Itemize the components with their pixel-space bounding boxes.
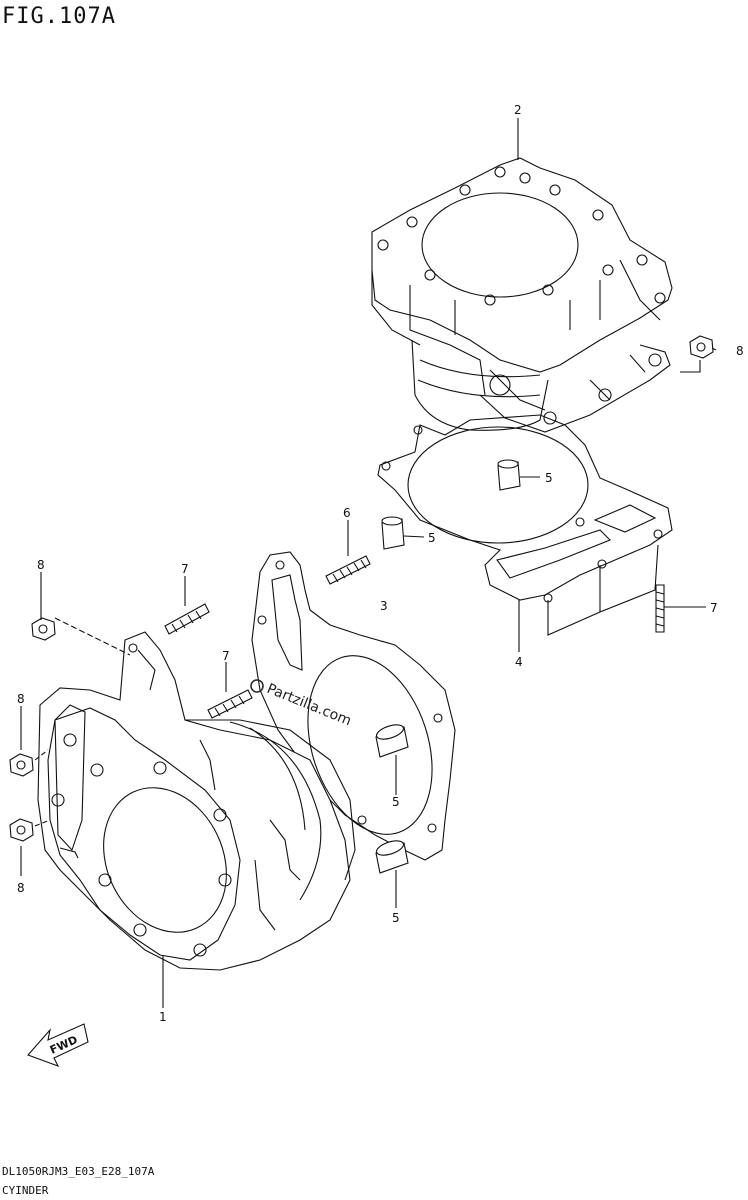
callout-5: 5 xyxy=(545,471,553,485)
callout-7: 7 xyxy=(710,601,718,615)
rear-cylinder-base-gasket xyxy=(377,414,673,636)
callout-7: 7 xyxy=(181,562,189,576)
callout-8: 8 xyxy=(37,558,45,572)
leader-lines xyxy=(20,118,717,1008)
dowel-pin xyxy=(375,724,409,758)
partzilla-logo-icon xyxy=(250,679,264,693)
callout-8: 8 xyxy=(17,692,25,706)
diagram-name: CYINDER xyxy=(2,1184,49,1197)
stud-bolt xyxy=(164,603,210,635)
dowel-pin xyxy=(375,840,409,874)
callout-2: 2 xyxy=(514,103,522,117)
callout-3: 3 xyxy=(380,599,388,613)
callout-8: 8 xyxy=(736,344,744,358)
stud-bolt xyxy=(207,689,253,719)
callout-4: 4 xyxy=(515,655,523,669)
callout-6: 6 xyxy=(343,506,351,520)
callout-5: 5 xyxy=(392,795,400,809)
callout-5: 5 xyxy=(428,531,436,545)
flange-nut xyxy=(31,617,56,641)
callout-8: 8 xyxy=(17,881,25,895)
callout-1: 1 xyxy=(159,1010,167,1024)
callout-5: 5 xyxy=(392,911,400,925)
rear-cylinder-block xyxy=(371,157,673,433)
front-cylinder-block xyxy=(37,631,356,971)
forward-direction-arrow: FWD xyxy=(27,1023,89,1067)
stud-bolt xyxy=(325,555,371,585)
flange-nut xyxy=(9,818,34,842)
dowel-pin xyxy=(381,516,405,550)
dowel-pin xyxy=(497,459,521,491)
callout-7: 7 xyxy=(222,649,230,663)
drawing-code: DL1050RJM3_E03_E28_107A xyxy=(2,1165,155,1178)
stud-bolt xyxy=(655,584,665,633)
flange-nut xyxy=(9,753,34,777)
watermark-text: Partzilla.com xyxy=(265,681,354,729)
figure-title: FIG.107A xyxy=(2,4,116,29)
flange-nut xyxy=(689,335,714,359)
